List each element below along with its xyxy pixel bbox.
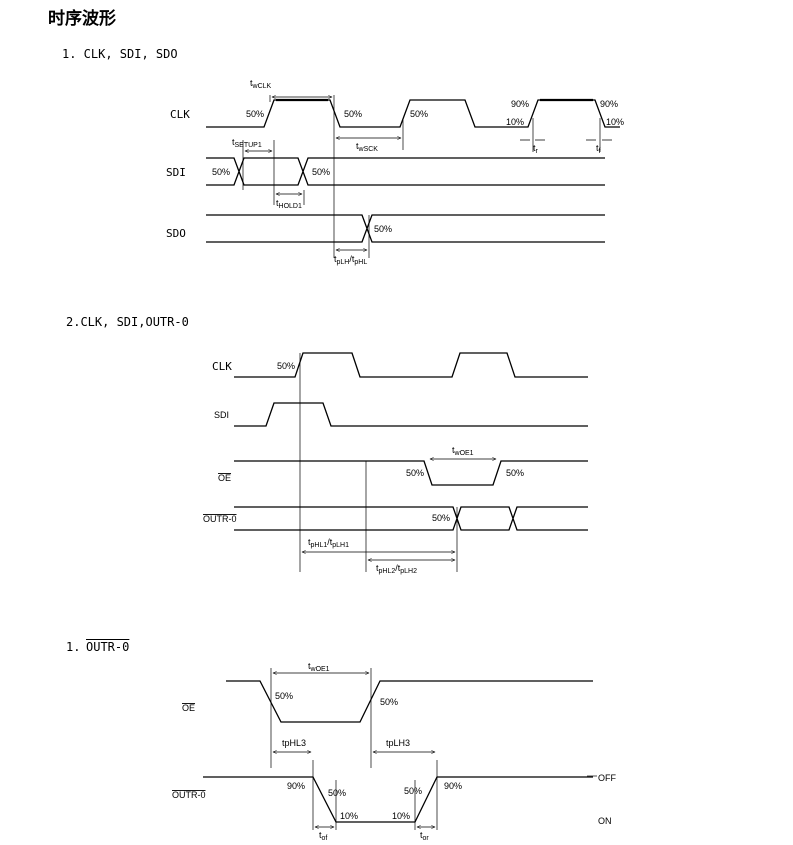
d3-outr-90-fall: 90% [287,781,305,791]
d3-oe-50-rise: 50% [380,697,398,707]
d3-outr-10-rise: 10% [392,811,410,821]
d1-clk-10-rise: 10% [506,117,524,127]
d1-sdo-label: SDO [166,227,186,240]
d1-tplh-tphl-label: tpLH/tpHL [334,254,367,266]
d1-twclk-label: twCLK [250,78,272,90]
diagram-3: OE OUTR-0 50% 50% 90% 50% 10% 10% 50% 90… [172,661,616,842]
d2-outr-50: 50% [432,513,450,523]
d1-sdi-50-right: 50% [312,167,330,177]
d3-oe-50-fall: 50% [275,691,293,701]
d2-oe-waveform [234,460,588,486]
d1-sdi-50-left: 50% [212,167,230,177]
d1-clk-label: CLK [170,108,190,121]
d1-tf-label: tf [596,143,601,155]
section-1-heading: 1. CLK, SDI, SDO [62,47,178,61]
d2-tphl2-label: tpHL2/tpLH2 [376,563,417,575]
d1-sdo-50: 50% [374,224,392,234]
d2-reference-lines [299,353,458,572]
d1-clk-10-fall: 10% [606,117,624,127]
d3-outr-10-fall: 10% [340,811,358,821]
d3-on-label: ON [598,816,612,826]
d2-clk-waveform [234,352,588,378]
d3-reference-lines [270,668,438,830]
d3-outr-50-rise: 50% [404,786,422,796]
d3-outr-50-fall: 50% [328,788,346,798]
d1-sdi-waveform [206,157,605,186]
d1-clk-50-rise2: 50% [410,109,428,119]
d3-off-label: OFF [598,773,616,783]
d1-twsck-label: twSCK [356,141,378,153]
d2-oe-50-right: 50% [506,468,524,478]
d2-oe-label: OE [218,473,231,483]
d1-clk-50-rise: 50% [246,109,264,119]
d3-tor-label: tor [420,830,429,842]
d1-thold-label: tHOLD1 [276,198,302,210]
d3-tplh3-label: tpLH3 [386,738,410,748]
d2-outr-waveform [234,506,588,531]
d3-outr-90-rise: 90% [444,781,462,791]
d3-oe-waveform [226,680,593,723]
d2-clk-label: CLK [212,360,232,373]
d1-tsetup-label: tSETUP1 [232,137,262,149]
d3-outr-waveform [203,776,593,823]
d3-tphl3-label: tpHL3 [282,738,306,748]
d3-twoe1-label: twOE1 [308,661,330,673]
section-3-signal: OUTR-0 [86,640,130,654]
d1-tr-label: tr [533,143,539,155]
d1-clk-90-fall: 90% [600,99,618,109]
d1-reference-lines [242,95,601,258]
d1-sdo-waveform [206,214,605,243]
d2-outr-label: OUTR-0 [203,514,237,524]
d2-oe-50-left: 50% [406,468,424,478]
d3-oe-label: OE [182,703,195,713]
d1-clk-50-fall: 50% [344,109,362,119]
diagram-1: CLK SDI SDO 50% 50% 50% 90% 10% 90% 10% … [166,78,624,266]
d2-twoe1-label: twOE1 [452,445,474,457]
page-title: 时序波形 [48,9,116,29]
d1-clk-90-rise: 90% [511,99,529,109]
d2-sdi-label: SDI [214,410,229,420]
diagram-2: CLK SDI OE OUTR-0 50% 50% 50% 50% twOE1 … [203,352,588,575]
d1-sdi-label: SDI [166,166,186,179]
d2-tphl1-label: tpHL1/tpLH1 [308,537,349,549]
section-3-number: 1. [66,640,81,654]
section-2-heading: 2.CLK, SDI,OUTR-0 [66,315,189,329]
d3-outr-label: OUTR-0 [172,790,206,800]
d3-tof-label: tof [319,830,327,842]
d2-clk-50: 50% [277,361,295,371]
d2-sdi-waveform [234,402,588,427]
